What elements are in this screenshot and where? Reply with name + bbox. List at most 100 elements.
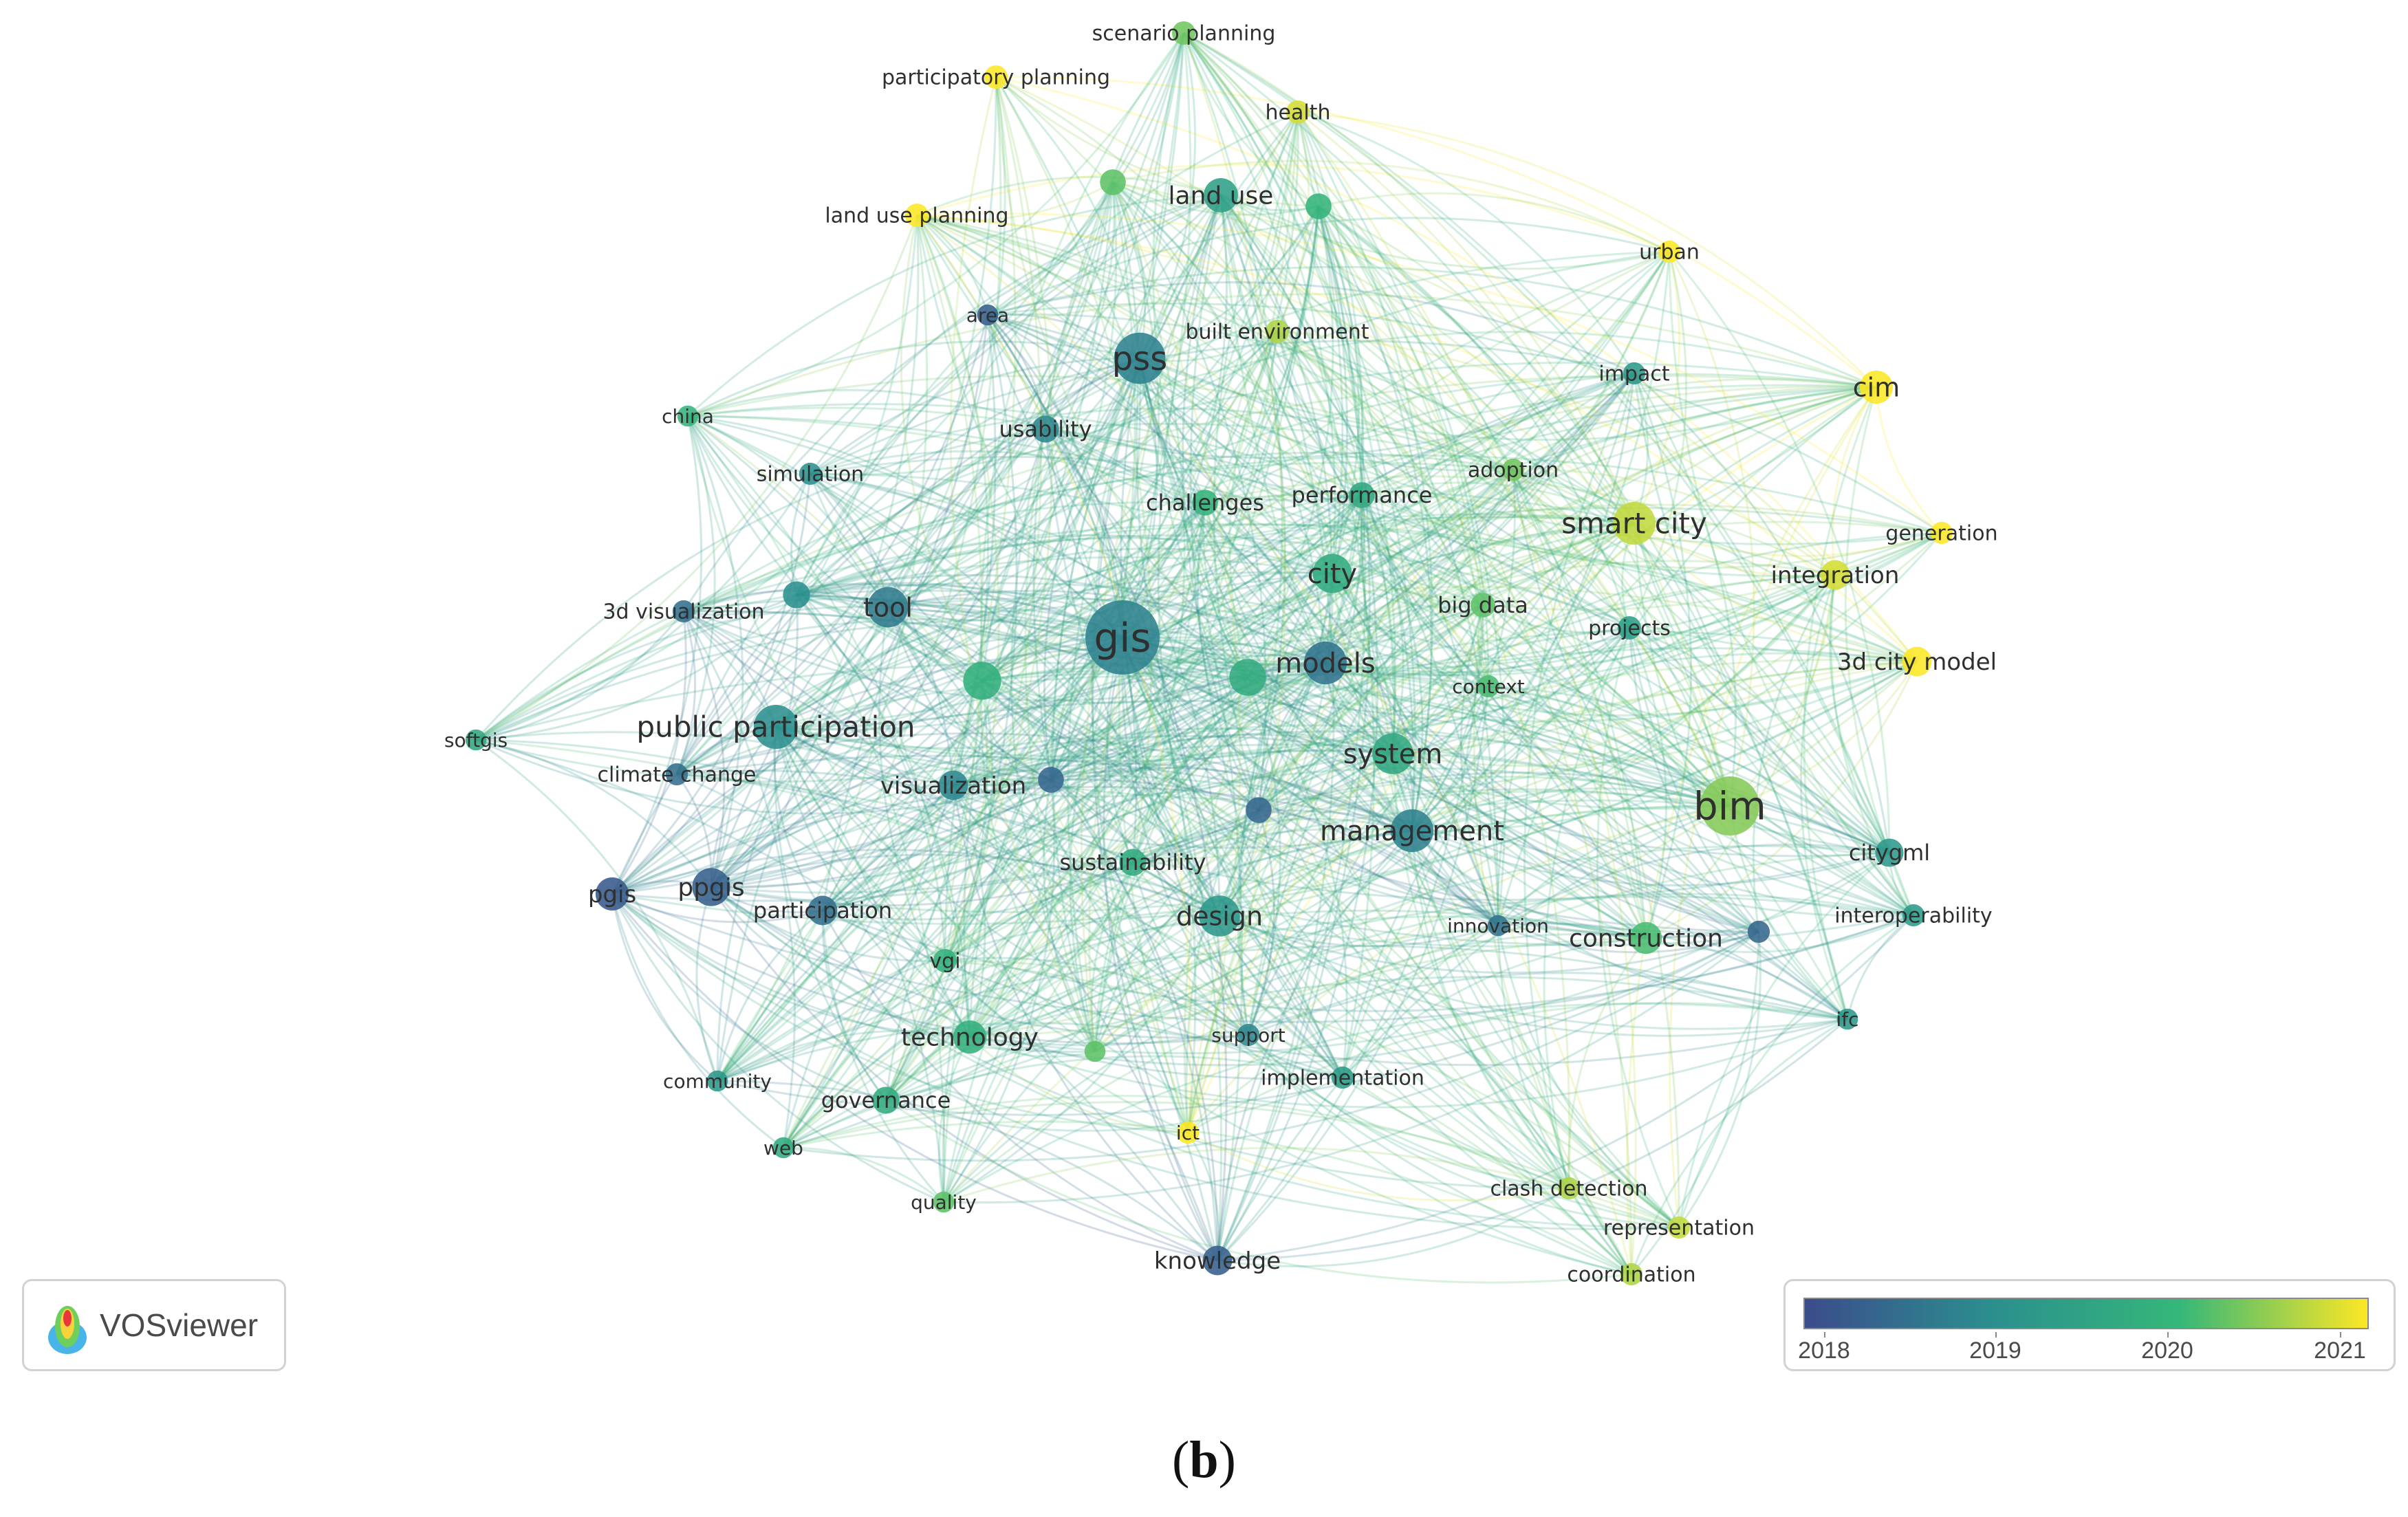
node-adoption[interactable] xyxy=(1501,458,1525,481)
node-land-use-planning[interactable] xyxy=(904,203,929,228)
node-impact[interactable] xyxy=(1623,362,1646,385)
node-public-participation[interactable] xyxy=(754,705,798,749)
node-generation[interactable] xyxy=(1930,521,1953,545)
node-area[interactable] xyxy=(977,304,999,326)
node-urban[interactable] xyxy=(1658,240,1681,263)
node-participatory-planning[interactable] xyxy=(984,65,1008,89)
network-link xyxy=(475,611,685,741)
node-system[interactable] xyxy=(1372,733,1413,774)
network-link xyxy=(710,386,1877,888)
network-link xyxy=(686,415,946,1203)
node-softgis[interactable] xyxy=(465,729,487,751)
node-integration[interactable] xyxy=(1820,560,1850,590)
node-bim[interactable] xyxy=(1700,776,1759,836)
node-unlabeled[interactable] xyxy=(1229,659,1266,696)
node-city[interactable] xyxy=(1312,554,1352,593)
node-cim[interactable] xyxy=(1859,370,1894,404)
node-unlabeled[interactable] xyxy=(783,581,810,609)
network-link xyxy=(1392,604,1484,755)
network-link xyxy=(783,1095,1570,1190)
node-quality[interactable] xyxy=(933,1191,955,1213)
network-link xyxy=(796,537,1484,607)
node-performance[interactable] xyxy=(1349,482,1375,508)
node-representation[interactable] xyxy=(1667,1216,1691,1239)
node-management[interactable] xyxy=(1390,809,1434,853)
node-clash-detection[interactable] xyxy=(1557,1177,1581,1200)
network-link xyxy=(1248,972,1848,1036)
node-innovation[interactable] xyxy=(1487,915,1509,937)
node-3d-city-model[interactable] xyxy=(1902,646,1932,677)
node-pgis[interactable] xyxy=(595,877,629,911)
node-community[interactable] xyxy=(706,1070,728,1092)
network-link xyxy=(682,610,1052,781)
node-knowledge[interactable] xyxy=(1202,1245,1233,1276)
network-link xyxy=(611,893,970,1038)
network-link xyxy=(1216,494,1379,1261)
node-interoperability[interactable] xyxy=(1902,904,1925,927)
node-smart-city[interactable] xyxy=(1612,501,1656,545)
node-ppgis[interactable] xyxy=(692,868,730,906)
node-scenario-planning[interactable] xyxy=(1171,21,1196,45)
network-link xyxy=(782,680,984,1149)
node-unlabeled[interactable] xyxy=(1305,193,1332,219)
network-link xyxy=(942,829,1413,1203)
node-web[interactable] xyxy=(772,1137,794,1159)
node-big-data[interactable] xyxy=(1471,593,1495,618)
node-china[interactable] xyxy=(677,405,699,427)
network-link xyxy=(782,660,1918,1149)
node-gis[interactable] xyxy=(1085,600,1160,675)
network-link xyxy=(687,293,1877,417)
label-performance: performance xyxy=(1292,482,1433,508)
network-link xyxy=(782,829,1413,1149)
node-coordination[interactable] xyxy=(1620,1263,1643,1286)
node-visualization[interactable] xyxy=(938,770,968,800)
node-governance[interactable] xyxy=(872,1087,900,1114)
node-challenges[interactable] xyxy=(1192,490,1218,516)
node-3d-visualization[interactable] xyxy=(672,600,695,623)
node-unlabeled[interactable] xyxy=(1100,169,1126,195)
node-unlabeled[interactable] xyxy=(1747,920,1770,943)
network-link xyxy=(1138,358,1759,933)
network-link xyxy=(885,206,1320,1102)
network-link xyxy=(1317,206,1680,1228)
node-citygml[interactable] xyxy=(1875,838,1904,867)
network-link xyxy=(810,472,889,608)
node-technology[interactable] xyxy=(953,1020,987,1054)
node-vgi[interactable] xyxy=(933,948,957,973)
node-design[interactable] xyxy=(1199,895,1240,937)
network-link xyxy=(821,910,887,1101)
node-pss[interactable] xyxy=(1114,332,1166,384)
network-link xyxy=(1045,372,1635,459)
network-link xyxy=(1411,829,1647,939)
node-unlabeled[interactable] xyxy=(1246,797,1272,823)
node-unlabeled[interactable] xyxy=(1038,767,1064,793)
network-link xyxy=(810,450,1206,504)
node-health[interactable] xyxy=(1286,100,1310,124)
network-link xyxy=(1182,32,1283,917)
node-models[interactable] xyxy=(1303,641,1347,685)
node-context[interactable] xyxy=(1477,675,1500,698)
network-link xyxy=(1132,776,1731,864)
node-unlabeled[interactable] xyxy=(1084,1040,1106,1062)
node-built-environment[interactable] xyxy=(1265,319,1290,344)
node-unlabeled[interactable] xyxy=(963,662,1001,700)
node-participation[interactable] xyxy=(807,895,838,926)
node-ifc[interactable] xyxy=(1836,1008,1858,1030)
node-implementation[interactable] xyxy=(1331,1066,1354,1089)
node-construction[interactable] xyxy=(1629,921,1662,954)
node-land-use[interactable] xyxy=(1204,178,1238,212)
node-ict[interactable] xyxy=(1176,1121,1200,1144)
node-climate-change[interactable] xyxy=(665,763,688,786)
node-simulation[interactable] xyxy=(799,462,822,485)
network-link xyxy=(1473,604,1633,1275)
node-tool[interactable] xyxy=(867,587,909,628)
node-usability[interactable] xyxy=(1032,415,1059,443)
node-support[interactable] xyxy=(1237,1023,1260,1047)
network-link xyxy=(1050,767,1413,832)
network-link xyxy=(1045,428,1394,754)
network-link xyxy=(952,111,1299,787)
network-link xyxy=(711,809,1259,907)
node-projects[interactable] xyxy=(1617,615,1642,640)
node-sustainability[interactable] xyxy=(1119,849,1147,876)
